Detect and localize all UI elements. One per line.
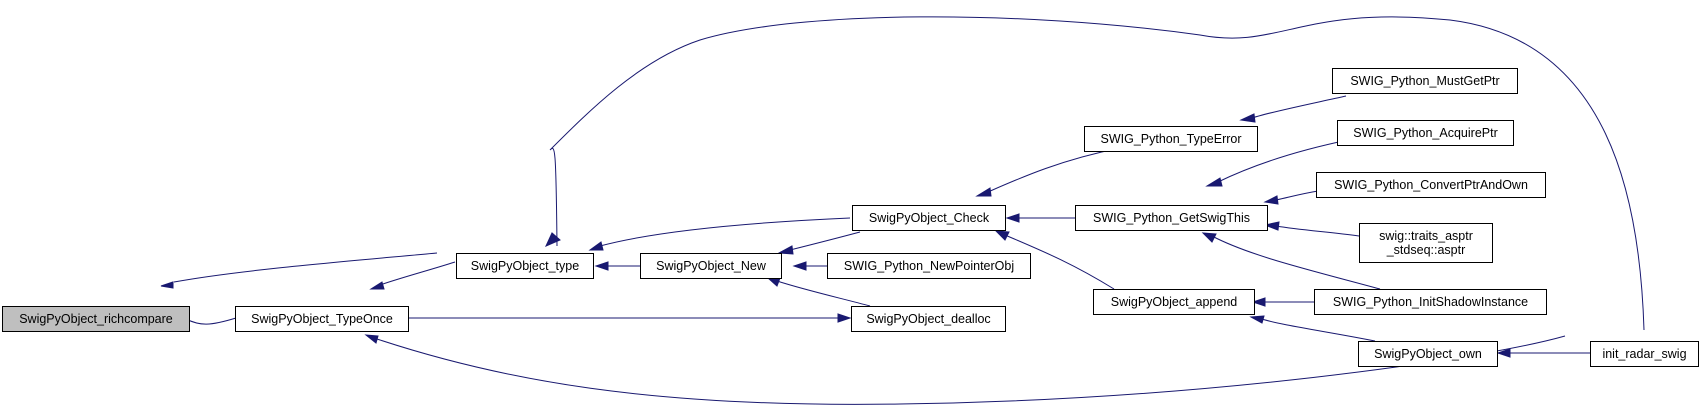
edge-arrowhead — [837, 313, 852, 323]
node-swig-python-initshadowinstance[interactable]: SWIG_Python_InitShadowInstance — [1314, 289, 1547, 315]
edge-arrowhead — [1263, 221, 1280, 231]
edge-check-to-type — [599, 217, 851, 247]
node-swigpyobject-type[interactable]: SwigPyObject_type — [456, 253, 594, 279]
edge-arrowhead — [545, 232, 561, 247]
edge-acquireptr-to-getswigthis — [1217, 139, 1349, 183]
edge-append-to-check — [1004, 234, 1115, 290]
edge-typeonce-to-richcompare — [185, 317, 237, 325]
edge-arrowhead — [1263, 195, 1279, 205]
node-swigpyobject-append[interactable]: SwigPyObject_append — [1093, 289, 1255, 315]
node-swig-traits-asptr-stdseq-asptr[interactable]: swig::traits_asptr _stdseq::asptr — [1359, 223, 1493, 263]
edge-arrowhead — [594, 261, 609, 271]
node-swigpyobject-new[interactable]: SwigPyObject_New — [640, 253, 782, 279]
edge-mustgetptr-to-typeerror — [1251, 95, 1347, 119]
edge-arrowhead — [766, 277, 781, 287]
node-swig-python-newpointerobj[interactable]: SWIG_Python_NewPointerObj — [827, 253, 1031, 279]
node-swigpyobject-typeonce[interactable]: SwigPyObject_TypeOnce — [235, 306, 409, 332]
edge-type-to-richcompare — [173, 252, 438, 283]
edge-arrowhead — [994, 230, 1010, 241]
edge-arrowhead — [1496, 348, 1511, 358]
edge-check-to-new — [789, 231, 861, 251]
edge-arrowhead — [777, 245, 794, 255]
edge-arrowhead — [160, 281, 174, 289]
node-swigpyobject-check[interactable]: SwigPyObject_Check — [852, 205, 1006, 231]
edge-dealloc-to-new — [776, 280, 871, 307]
node-swig-python-convertptrandown[interactable]: SWIG_Python_ConvertPtrAndOwn — [1316, 172, 1546, 198]
edge-typeonce-to-type — [379, 261, 456, 286]
edge-arrowhead — [1239, 113, 1256, 123]
edge-arrowhead — [588, 241, 604, 251]
edge-arrowhead — [1251, 297, 1266, 307]
node-init-radar-swig[interactable]: init_radar_swig — [1590, 341, 1699, 367]
edge-arrowhead — [369, 281, 385, 290]
edge-initshadowinstance-to-getswigthis — [1211, 235, 1381, 290]
edge-typeerror-to-check — [987, 147, 1121, 193]
node-swig-python-getswigthis[interactable]: SWIG_Python_GetSwigThis — [1075, 205, 1268, 231]
edge-convertptrandown-to-getswigthis — [1275, 190, 1319, 201]
edge-arrowhead — [1249, 315, 1265, 324]
node-swigpyobject-dealloc[interactable]: SwigPyObject_dealloc — [851, 306, 1006, 332]
node-swigpyobject-own[interactable]: SwigPyObject_own — [1358, 341, 1498, 367]
node-swig-python-typeerror[interactable]: SWIG_Python_TypeError — [1084, 126, 1258, 152]
edge-arrowhead — [1005, 213, 1020, 223]
edge-arrowhead — [1201, 232, 1217, 243]
edge-init-to-type — [549, 16, 1645, 331]
edge-own-to-append — [1261, 318, 1376, 342]
edge-arrowhead — [1205, 177, 1223, 187]
node-swig-python-mustgetptr[interactable]: SWIG_Python_MustGetPtr — [1332, 68, 1518, 94]
edge-arrowhead — [364, 334, 379, 344]
edge-arrowhead — [792, 261, 807, 271]
node-swigpyobject-richcompare: SwigPyObject_richcompare — [2, 306, 190, 332]
node-swig-python-acquireptr[interactable]: SWIG_Python_AcquirePtr — [1337, 120, 1514, 146]
edge-arrowhead — [975, 187, 992, 197]
edge-traits-to-getswigthis — [1275, 225, 1360, 237]
